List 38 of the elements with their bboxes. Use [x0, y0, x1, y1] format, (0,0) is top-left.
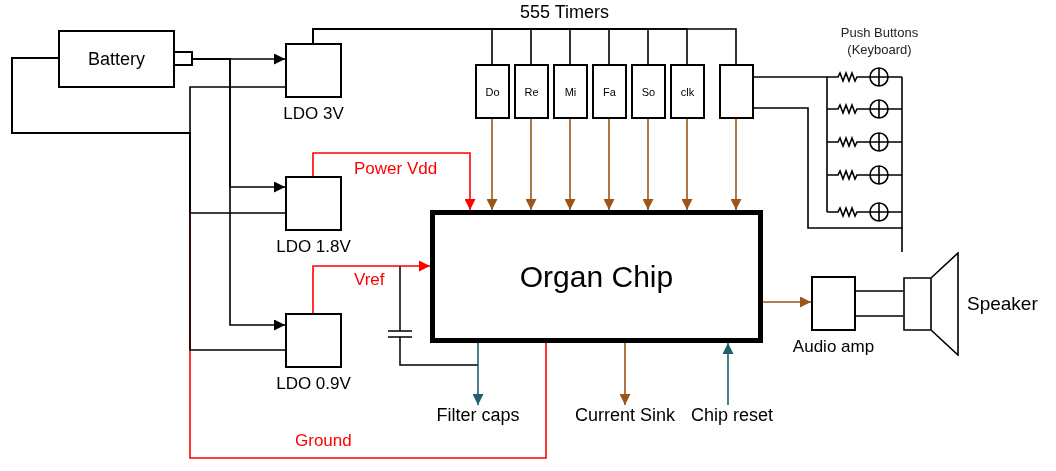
timer-box: So — [631, 64, 666, 119]
block-label: Audio amp — [791, 337, 876, 357]
arrow — [619, 342, 631, 406]
block-label: LDO 3V — [282, 104, 345, 124]
timer-box: Do — [475, 64, 510, 119]
timer-box: clk — [670, 64, 705, 119]
timer-box: Re — [514, 64, 549, 119]
group-heading: 555 Timers — [520, 2, 610, 23]
signal-label: Filter caps — [430, 405, 526, 429]
wire — [11, 57, 286, 351]
arrow — [722, 342, 734, 406]
wire — [855, 315, 904, 317]
speaker-label: Speaker — [967, 293, 1038, 315]
arrow — [603, 118, 615, 211]
block-label: LDO 0.9V — [275, 374, 352, 394]
arrow — [192, 58, 286, 331]
group-heading: Push Buttons (Keyboard) — [839, 24, 920, 58]
arrow — [564, 118, 576, 211]
chip-box: Organ Chip — [430, 210, 763, 343]
wire — [753, 107, 903, 230]
arrow — [730, 118, 742, 211]
wire — [753, 76, 828, 78]
signal-label: Current Sink — [563, 405, 687, 429]
signal-label: Chip reset — [684, 405, 780, 429]
arrow — [525, 118, 537, 211]
arrow — [486, 118, 498, 211]
arrow — [681, 118, 693, 211]
block-label: LDO 1.8V — [275, 237, 352, 257]
arrow — [312, 152, 476, 211]
wire — [855, 290, 904, 292]
arrow — [642, 118, 654, 211]
timer-box — [719, 64, 754, 119]
timer-box: Fa — [592, 64, 627, 119]
arrow — [762, 296, 812, 308]
timer-box: Mi — [553, 64, 588, 119]
arrow — [312, 260, 431, 314]
arrow — [472, 342, 484, 406]
battery-box: Battery — [58, 30, 175, 88]
